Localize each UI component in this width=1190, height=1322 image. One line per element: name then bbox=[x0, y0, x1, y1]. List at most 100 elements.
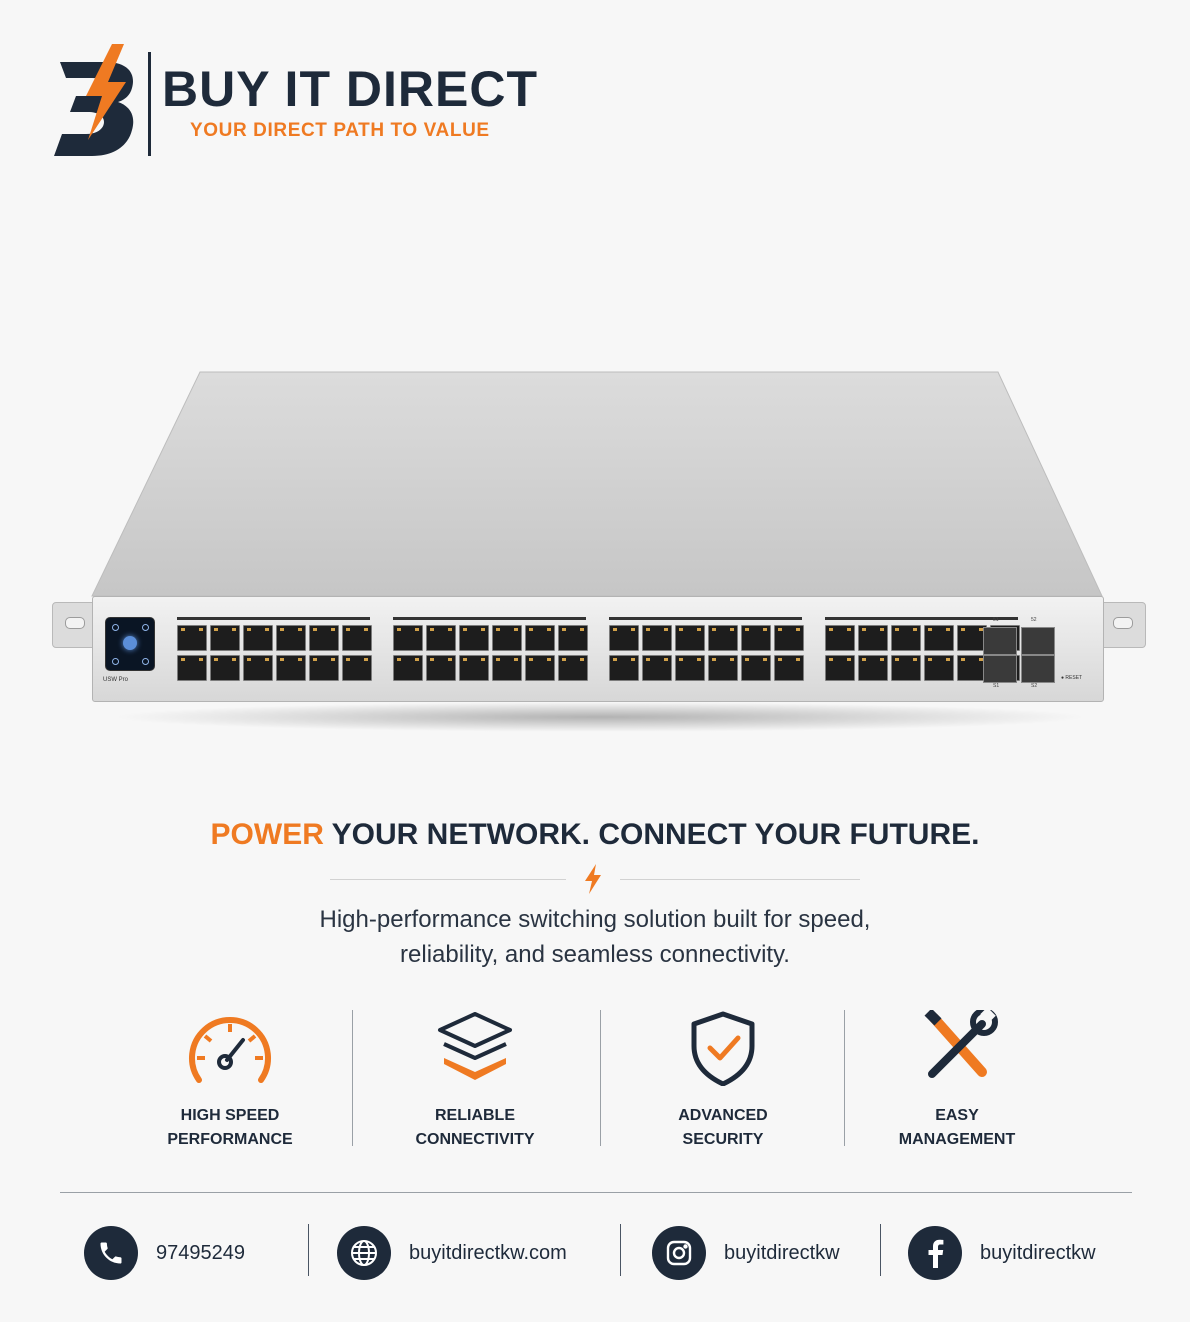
subtext: High-performance switching solution buil… bbox=[0, 902, 1190, 972]
subtext-line-1: High-performance switching solution buil… bbox=[319, 906, 871, 933]
footer-divider bbox=[60, 1192, 1132, 1193]
ethernet-port bbox=[177, 625, 207, 651]
feature-high-speed: HIGH SPEED PERFORMANCE bbox=[115, 1010, 345, 1152]
port-group-bar bbox=[393, 617, 586, 620]
ethernet-port bbox=[342, 655, 372, 681]
ethernet-port bbox=[858, 655, 888, 681]
sfp-port bbox=[983, 655, 1017, 683]
ethernet-port bbox=[525, 655, 555, 681]
port-group-bar bbox=[609, 617, 802, 620]
instagram-handle: buyitdirectkw bbox=[724, 1241, 840, 1264]
port-group-bar bbox=[177, 617, 370, 620]
ethernet-port bbox=[858, 625, 888, 651]
contact-website[interactable]: buyitdirectkw.com bbox=[337, 1226, 567, 1280]
sfp-bottom-label: S1 bbox=[993, 683, 1000, 689]
feature-label: ADVANCED SECURITY bbox=[678, 1107, 768, 1148]
website-url: buyitdirectkw.com bbox=[409, 1241, 567, 1264]
ethernet-port bbox=[774, 625, 804, 651]
port-group-bar bbox=[825, 617, 1018, 620]
ethernet-port bbox=[426, 625, 456, 651]
ethernet-port bbox=[825, 655, 855, 681]
ethernet-port bbox=[309, 625, 339, 651]
feature-separator bbox=[352, 1010, 353, 1146]
ethernet-port bbox=[642, 655, 672, 681]
speedometer-icon bbox=[189, 1017, 271, 1083]
ethernet-port bbox=[957, 655, 987, 681]
ethernet-port bbox=[426, 655, 456, 681]
ethernet-port bbox=[741, 655, 771, 681]
ethernet-port bbox=[957, 625, 987, 651]
ethernet-port bbox=[825, 625, 855, 651]
ethernet-port bbox=[177, 655, 207, 681]
switch-shadow bbox=[110, 702, 1090, 732]
ethernet-port bbox=[675, 655, 705, 681]
ethernet-port bbox=[459, 655, 489, 681]
feature-label: RELIABLE CONNECTIVITY bbox=[415, 1107, 535, 1148]
ethernet-port bbox=[741, 625, 771, 651]
sfp-port bbox=[1021, 655, 1055, 683]
headline-accent: POWER bbox=[210, 818, 324, 851]
feature-label: HIGH SPEED PERFORMANCE bbox=[167, 1107, 293, 1148]
contact-instagram[interactable]: buyitdirectkw bbox=[652, 1226, 840, 1280]
feature-separator bbox=[600, 1010, 601, 1146]
divider-right bbox=[620, 879, 860, 880]
model-label: USW Pro bbox=[103, 677, 129, 683]
ethernet-port bbox=[609, 625, 639, 651]
reset-label: ● RESET bbox=[1061, 675, 1083, 681]
divider-left bbox=[330, 879, 566, 880]
ethernet-port bbox=[558, 625, 588, 651]
ethernet-port bbox=[342, 625, 372, 651]
brand-tagline: YOUR DIRECT PATH TO VALUE bbox=[190, 120, 490, 141]
ethernet-port bbox=[642, 625, 672, 651]
ethernet-port bbox=[492, 625, 522, 651]
ethernet-port bbox=[891, 655, 921, 681]
logo-divider bbox=[148, 52, 151, 156]
ethernet-port bbox=[774, 655, 804, 681]
ethernet-port bbox=[924, 655, 954, 681]
rack-ear-right bbox=[1100, 602, 1146, 648]
ethernet-port bbox=[609, 655, 639, 681]
ethernet-port bbox=[243, 625, 273, 651]
ethernet-port bbox=[393, 655, 423, 681]
ethernet-port bbox=[492, 655, 522, 681]
shield-check-icon bbox=[691, 1011, 755, 1086]
feature-label: EASY MANAGEMENT bbox=[898, 1107, 1016, 1148]
facebook-icon bbox=[908, 1226, 962, 1280]
ethernet-port bbox=[558, 655, 588, 681]
sfp-top-label: 51 bbox=[993, 617, 999, 623]
globe-icon bbox=[337, 1226, 391, 1280]
ethernet-port bbox=[708, 625, 738, 651]
ethernet-port bbox=[675, 625, 705, 651]
layers-icon bbox=[438, 1012, 512, 1080]
feature-management: EASY MANAGEMENT bbox=[842, 1010, 1072, 1152]
contact-facebook[interactable]: buyitdirectkw bbox=[908, 1226, 1096, 1280]
ethernet-port bbox=[891, 625, 921, 651]
headline: POWER YOUR NETWORK. CONNECT YOUR FUTURE. bbox=[0, 818, 1190, 852]
phone-number: 97495249 bbox=[156, 1241, 245, 1264]
ethernet-port bbox=[525, 625, 555, 651]
brand-name: BUY IT DIRECT bbox=[162, 61, 538, 117]
switch-top-panel bbox=[91, 371, 1103, 597]
sfp-port bbox=[983, 627, 1017, 655]
facebook-handle: buyitdirectkw bbox=[980, 1241, 1096, 1264]
rack-ear-left bbox=[52, 602, 98, 648]
ethernet-port bbox=[210, 625, 240, 651]
sfp-bottom-label: S2 bbox=[1031, 683, 1038, 689]
lightning-bolt-icon bbox=[585, 864, 601, 894]
subtext-line-2: reliability, and seamless connectivity. bbox=[400, 941, 790, 968]
headline-rest: YOUR NETWORK. CONNECT YOUR FUTURE. bbox=[323, 818, 980, 851]
feature-reliable: RELIABLE CONNECTIVITY bbox=[360, 1010, 590, 1152]
instagram-icon bbox=[652, 1226, 706, 1280]
footer-separator bbox=[880, 1224, 881, 1276]
brand-logo: BUY IT DIRECT YOUR DIRECT PATH TO VALUE bbox=[52, 44, 537, 164]
ethernet-port bbox=[210, 655, 240, 681]
contact-phone[interactable]: 97495249 bbox=[84, 1226, 245, 1280]
ethernet-port bbox=[276, 625, 306, 651]
ethernet-port-array bbox=[177, 617, 1020, 687]
ethernet-port bbox=[309, 655, 339, 681]
feature-security: ADVANCED SECURITY bbox=[608, 1010, 838, 1152]
ethernet-port bbox=[924, 625, 954, 651]
brand-logo-mark-icon bbox=[54, 44, 134, 156]
